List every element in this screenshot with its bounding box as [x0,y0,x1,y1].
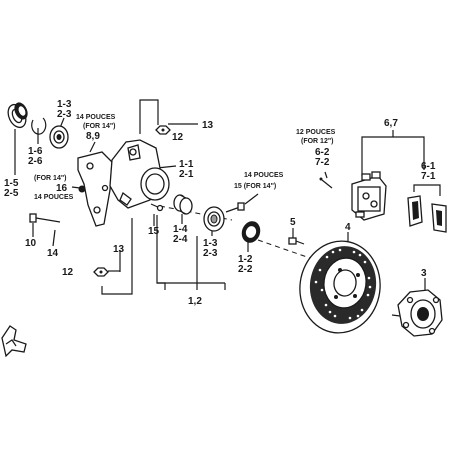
label-13-top: 13 [202,120,214,131]
label-2-1: 2-1 [179,169,194,180]
pin-part-6-2 [319,177,333,189]
label-1-3b: 1-3 [203,238,218,249]
label-5: 5 [290,217,296,228]
label-14-pouces-a: 14 POUCES [76,114,116,121]
brake-pad-part-6-1 [407,195,447,233]
label-1-5: 1-5 [4,178,19,189]
label-6-7: 6,7 [384,118,398,129]
label-14: 14 [47,248,59,259]
spindle-knuckle-part [109,139,170,209]
label-2-3: 2-3 [57,109,72,120]
brake-disc-part-4 [299,240,381,334]
label-1-2-main: 1,2 [188,296,202,307]
label-1-6: 1-6 [28,146,43,157]
label-12-bottom: 12 [62,267,74,278]
label-10: 10 [25,238,37,249]
label-12-pouces: 12 POUCES [296,129,336,136]
label-14-pouces-c: 14 POUCES [244,172,284,179]
nut-part-16 [78,185,86,193]
label-7-1: 7-1 [421,171,436,182]
label-16: 16 [56,183,68,194]
screw-part-5 [288,237,305,245]
label-15-for-14: 15 (FOR 14") [234,183,276,190]
label-12-top: 12 [172,132,184,143]
seal-part-1-5 [7,102,28,129]
caliper-part-6-7 [351,171,387,221]
bearing-part-1-3b [203,206,225,232]
label-6-1: 6-1 [421,161,436,172]
nut-part-12-bottom [93,267,109,277]
bearing-part-1-3 [49,125,69,149]
wheel-hub-part-3 [391,289,443,337]
part-labels: 1-3 2-3 14 POUCES (FOR 14") 8,9 1-5 2-5 … [4,99,436,307]
label-8-9: 8,9 [86,131,100,142]
label-1-3: 1-3 [57,99,72,110]
spacer-part-1-4 [173,194,193,215]
stud-part-15 [150,203,164,212]
label-2-4: 2-4 [173,234,188,245]
label-2-6: 2-6 [28,156,43,167]
bolt-part-15-for14 [225,202,245,213]
bolt-part-10 [29,213,61,223]
label-for-12: (FOR 12") [301,138,334,145]
label-for-14-b: (FOR 14") [34,175,67,182]
label-15: 15 [148,226,160,237]
label-4: 4 [345,222,351,233]
label-2-5: 2-5 [4,188,19,199]
label-7-2: 7-2 [315,157,330,168]
label-for-14-a: (FOR 14") [83,123,116,130]
label-2-2: 2-2 [238,264,253,275]
label-6-2: 6-2 [315,147,330,158]
caliper-bracket-part-8-9 [77,151,113,227]
nut-part-12-top [155,125,171,135]
seal-part-1-2 [241,221,261,243]
snap-ring-part-1-6 [31,117,47,135]
label-1-4: 1-4 [173,224,188,235]
clip-bracket-part [1,325,27,358]
label-3: 3 [421,268,427,279]
label-13-bottom: 13 [113,244,125,255]
label-14-pouces-b: 14 POUCES [34,194,74,201]
label-1-2: 1-2 [238,254,253,265]
label-1-1: 1-1 [179,159,194,170]
label-2-3b: 2-3 [203,248,218,259]
